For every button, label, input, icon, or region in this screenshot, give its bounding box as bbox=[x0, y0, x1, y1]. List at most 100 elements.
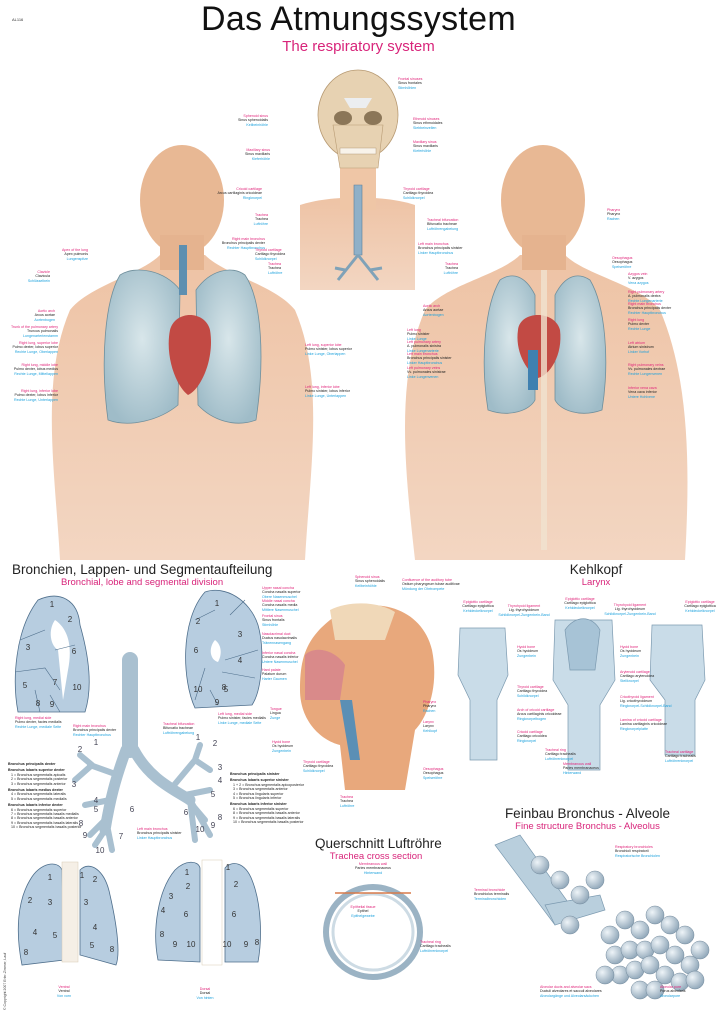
bronchus-item: 4 = Bronchus segmentalis lateralis bbox=[11, 792, 66, 797]
label-la: Cartilago thyroidea bbox=[403, 191, 434, 196]
label-en: Membranous wall bbox=[358, 862, 388, 866]
label-de: Schildknorpel bbox=[517, 693, 539, 698]
label-de: Zunge bbox=[270, 715, 281, 720]
bronchus-group-title: Bronchus lobaris superior dexter bbox=[8, 768, 65, 773]
label-la: Trachea bbox=[268, 266, 282, 271]
label-de: Schildknorpel-Zungenbein-Band bbox=[604, 611, 656, 616]
back-figure bbox=[405, 145, 688, 560]
label-la: Porus alveolaris bbox=[660, 989, 686, 994]
label-en: Left main bronchus bbox=[407, 352, 438, 356]
label-de: Von vorn bbox=[56, 993, 72, 998]
label-de: Rechter Hauptbronchus bbox=[227, 245, 265, 250]
segment-number: 5 bbox=[90, 941, 95, 950]
larynx-views bbox=[457, 618, 706, 771]
bronchus-item: 6 = Bronchus segmentalis superior bbox=[11, 807, 67, 812]
segment-number: 8 bbox=[79, 819, 84, 828]
segment-number: 10 bbox=[73, 683, 82, 692]
back-head bbox=[501, 145, 585, 255]
label-la: Arcus cartilaginis cricoideae bbox=[517, 712, 562, 717]
label-la: Pharynx bbox=[423, 704, 437, 709]
label-en: Trachea bbox=[254, 213, 268, 217]
label-la: Cartilago epiglottica bbox=[462, 604, 494, 609]
label-la: Clavicula bbox=[35, 274, 50, 279]
label-en: Maxillary sinus bbox=[246, 148, 270, 152]
label-la: Ductuli alveolares et sacculi alveolares bbox=[540, 989, 602, 994]
label-en: Cricothyroid ligament bbox=[620, 695, 654, 699]
label-en: Left atrium bbox=[628, 341, 645, 345]
label-en: Pharynx bbox=[423, 700, 437, 704]
label-en: Upper nasal concha bbox=[262, 586, 294, 590]
label-la: Bronchioli respiratorii bbox=[615, 849, 649, 854]
label-la: A. pulmonalis dextra bbox=[628, 294, 661, 299]
bronchus-list-right-main: Bronchus principalis dexter bbox=[8, 762, 56, 766]
label-de: Rechte Lunge, Unterlappen bbox=[14, 397, 58, 402]
label-de: Stellknorpel bbox=[620, 678, 639, 683]
label-de: Rachen bbox=[607, 216, 620, 221]
label-la: Lig. thyrohyoideum bbox=[614, 607, 646, 612]
segment-number: 9 bbox=[50, 700, 55, 709]
copyright: © Copyright 2007 Erler-Zimmer, Lauf bbox=[3, 952, 7, 1010]
label-la: Lingua bbox=[270, 711, 281, 716]
label-la: Bronchus principalis sinister bbox=[137, 831, 182, 836]
segment-number: 6 bbox=[184, 910, 189, 919]
label-la: Cartilago arytenoidea bbox=[620, 674, 655, 679]
label-en: Arch of cricoid cartilage bbox=[517, 708, 555, 712]
label-en: Hyoid bone bbox=[620, 645, 639, 649]
label-la: Oesophagus bbox=[423, 771, 444, 776]
segment-number: 4 bbox=[33, 928, 38, 937]
bronchus-item: 8 = Bronchus segmentalis basalis anterio… bbox=[233, 811, 300, 816]
label-de: Linke Lunge bbox=[407, 336, 427, 341]
label-la: Bronchus principalis sinister bbox=[407, 356, 452, 361]
label-la: Bronchiolus terminalis bbox=[474, 892, 510, 897]
bronchus-group-title: Bronchus lobaris superior sinister bbox=[230, 778, 289, 783]
bronchus-item: 8 = Bronchus segmentalis basalis anterio… bbox=[11, 816, 78, 821]
label-de: Luftröhrenknorpel bbox=[420, 948, 449, 953]
label-en: Thyroid cartilage bbox=[255, 248, 282, 252]
bronchus-item: 3 = Bronchus segmentalis anterior bbox=[11, 781, 66, 786]
label-de: Lungenspitze bbox=[66, 256, 88, 261]
segment-number: 2 bbox=[28, 896, 33, 905]
label-la: Sinus maxillaris bbox=[245, 152, 270, 157]
label-de: Harter Gaumen bbox=[262, 676, 287, 681]
segment-number: 4 bbox=[238, 656, 243, 665]
label-la: Lig. cricothyroideum bbox=[620, 699, 653, 704]
bronchus-item: 1 + 2 = Bronchus segmentalis apicoposter… bbox=[233, 782, 305, 787]
label-en: Inferior nasal concha bbox=[262, 651, 296, 655]
alveolus bbox=[630, 920, 650, 940]
bronchus-list-left-main: Bronchus principalis sinister bbox=[230, 772, 280, 776]
label-de: Luftröhrengabelung bbox=[427, 226, 459, 231]
label-la: V. azygos bbox=[628, 276, 644, 281]
section-larynx-subtitle: Larynx bbox=[581, 577, 611, 588]
label-en: Dorsal bbox=[199, 987, 211, 991]
label-de: Vena azygos bbox=[628, 280, 649, 285]
label-en: Thyrohyoid ligament bbox=[507, 604, 541, 608]
label-la: Pulmo dexter, lobus superior bbox=[12, 345, 58, 350]
bronchus-item: 10 = Bronchus segmentalis basalis poster… bbox=[233, 820, 304, 825]
label-en: Tracheal ring bbox=[420, 940, 441, 944]
segment-number: 5 bbox=[94, 805, 99, 814]
label-la: Truncus pulmonalis bbox=[26, 329, 58, 334]
bronchus-list-left: Bronchus principalis sinister Bronchus l… bbox=[230, 770, 304, 824]
label-en: Right pulmonary veins bbox=[628, 363, 664, 367]
label-la: Cartilago trachealis bbox=[420, 944, 451, 949]
alveolus bbox=[640, 955, 660, 975]
label-la: Bifurcatio tracheae bbox=[427, 222, 457, 227]
label-la: Cartilago thyroidea bbox=[517, 689, 548, 694]
label-de: Zungenbein bbox=[272, 748, 291, 753]
label-en: Larynx bbox=[423, 720, 434, 724]
